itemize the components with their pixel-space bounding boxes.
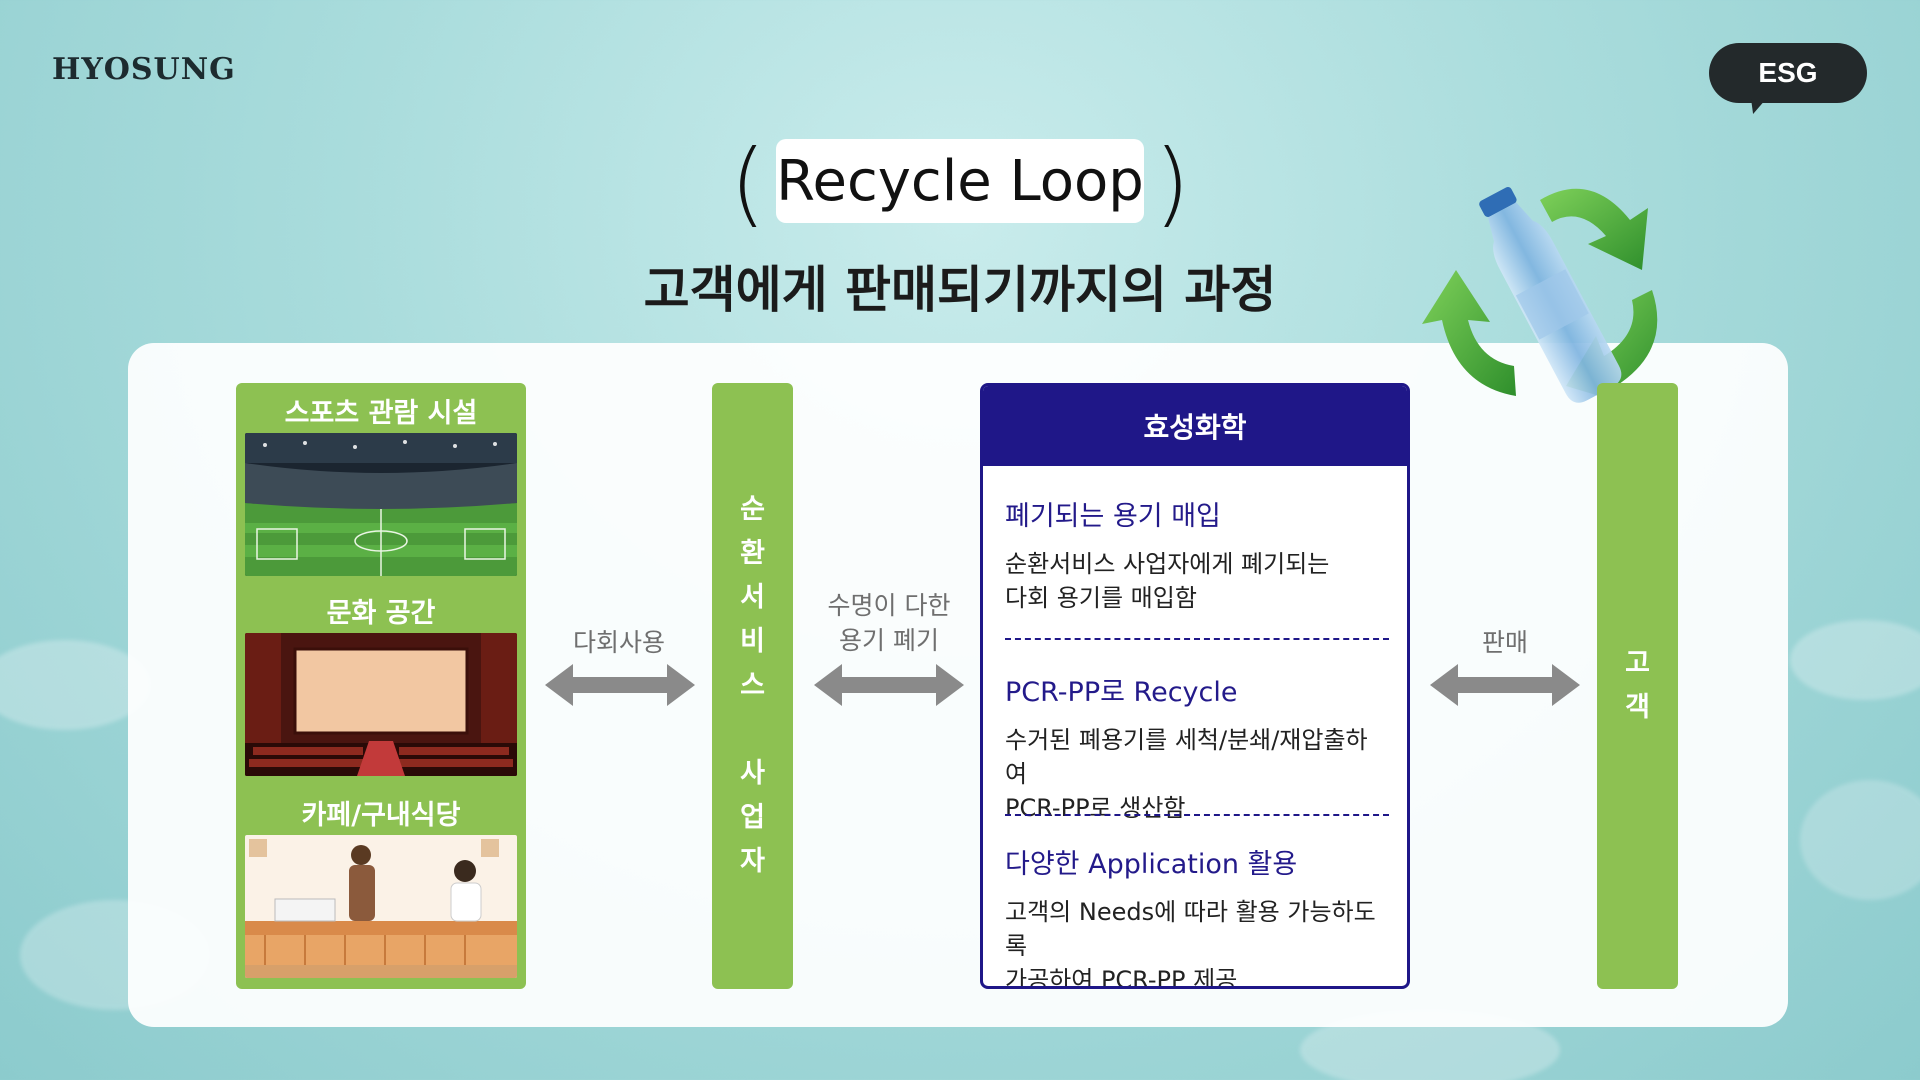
- source-facilities: 스포츠 관람 시설 문화 공간: [236, 383, 526, 989]
- source-label-theater: 문화 공간: [326, 598, 436, 629]
- company-name: 효성화학: [983, 386, 1407, 466]
- service-provider-char: 업: [740, 802, 765, 833]
- stadium-illustration: [245, 433, 517, 576]
- source-label-cafe: 카페/구내식당: [301, 800, 461, 831]
- disposal-label: 수명이 다한 용기 폐기: [812, 588, 966, 658]
- hyosung-logo: HYOSUNG: [52, 52, 236, 87]
- disposal-label-line1: 수명이 다한: [827, 591, 951, 620]
- service-provider-char: 자: [740, 846, 765, 877]
- service-provider-char: 환: [740, 538, 765, 569]
- customer-char: 고: [1625, 648, 1650, 679]
- step-application: 다양한 Application 활용 고객의 Needs에 따라 활용 가능하도…: [1005, 842, 1389, 989]
- step-desc-line1: 순환서비스 사업자에게 폐기되는: [1005, 550, 1330, 578]
- title-group: ( Recycle Loop ): [730, 130, 1190, 237]
- customer-bar: 고 객: [1597, 383, 1678, 989]
- service-provider-char: 사: [740, 758, 765, 789]
- sale-label: 판매: [1481, 628, 1528, 657]
- background-bottle: [1790, 620, 1920, 700]
- step-desc-line1: 수거된 폐용기를 세척/분쇄/재압출하여: [1005, 726, 1368, 788]
- dashed-divider: [1005, 814, 1389, 816]
- service-provider-char: 서: [740, 582, 765, 613]
- circular-service-provider: 순 환 서 비 스 사 업 자: [712, 383, 793, 989]
- customer-char: 객: [1625, 692, 1650, 723]
- page-title: Recycle Loop: [776, 139, 1144, 223]
- step-title: 폐기되는 용기 매입: [1005, 501, 1221, 532]
- step-purchase: 폐기되는 용기 매입 순환서비스 사업자에게 폐기되는 다회 용기를 매입함: [1005, 494, 1389, 615]
- service-provider-char: 비: [740, 626, 765, 657]
- source-label-stadium: 스포츠 관람 시설: [284, 398, 478, 429]
- disposal-label-line2: 용기 폐기: [839, 626, 939, 655]
- sale-double-arrow-icon: [1430, 664, 1580, 706]
- left-parenthesis: (: [730, 130, 766, 237]
- reuse-double-arrow-icon: [545, 664, 695, 706]
- background-bottle: [0, 640, 150, 730]
- theater-illustration: [245, 633, 517, 776]
- step-desc-line2: 가공하여 PCR-PP 제공: [1005, 966, 1238, 989]
- cafe-illustration: [245, 835, 517, 978]
- step-title: 다양한 Application 활용: [1005, 849, 1298, 880]
- step-title: PCR-PP로 Recycle: [1005, 677, 1238, 708]
- service-provider-char: 스: [740, 670, 765, 701]
- service-provider-gap: [748, 708, 757, 752]
- step-desc-line1: 고객의 Needs에 따라 활용 가능하도록: [1005, 898, 1376, 960]
- dashed-divider: [1005, 638, 1389, 640]
- right-parenthesis: ): [1154, 130, 1190, 237]
- reuse-label: 다회사용: [572, 628, 665, 657]
- step-desc-line2: PCR-PP로 생산함: [1005, 794, 1186, 822]
- step-desc-line2: 다회 용기를 매입함: [1005, 584, 1197, 612]
- esg-badge: ESG: [1709, 43, 1867, 103]
- recycle-bottle-icon: [1420, 160, 1680, 430]
- disposal-double-arrow-icon: [814, 664, 964, 706]
- background-bottle: [1800, 780, 1920, 900]
- page-subtitle: 고객에게 판매되기까지의 과정: [643, 261, 1277, 319]
- hyosung-chemical-box: 효성화학 폐기되는 용기 매입 순환서비스 사업자에게 폐기되는 다회 용기를 …: [980, 383, 1410, 989]
- step-recycle: PCR-PP로 Recycle 수거된 폐용기를 세척/분쇄/재압출하여 PCR…: [1005, 670, 1389, 825]
- service-provider-char: 순: [740, 494, 765, 525]
